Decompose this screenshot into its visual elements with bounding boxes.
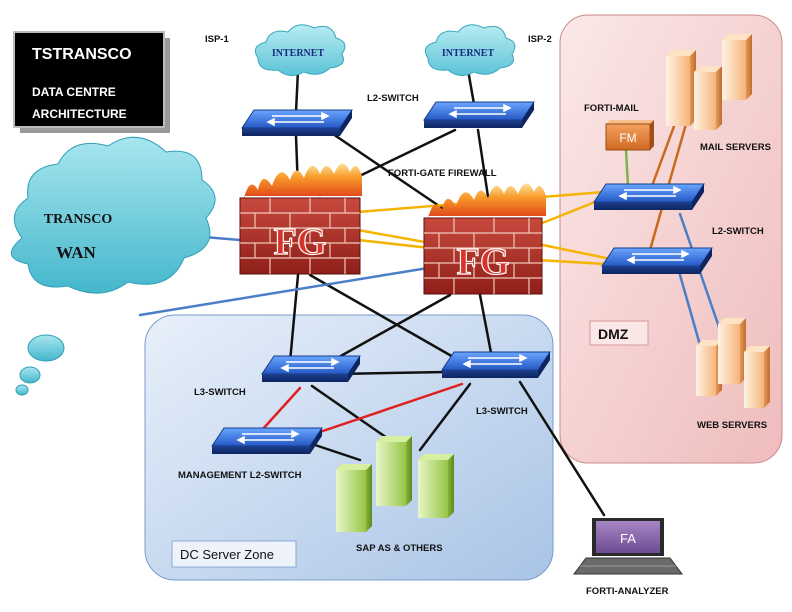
l3-switch-left — [261, 355, 361, 382]
management-switch-label: MANAGEMENT L2-SWITCH — [178, 470, 302, 481]
link-fg1-l3b — [308, 273, 464, 364]
dmz-label-box: DMZ — [589, 320, 649, 346]
forti-mail-label: FORTI-MAIL — [584, 103, 639, 114]
web-server-1 — [696, 340, 722, 396]
link-sw2-fg2 — [476, 128, 492, 212]
sap-server-1 — [336, 464, 372, 532]
firewall-label: FORTI-GATE FIREWALL — [388, 168, 497, 179]
title-line-1: TSTRANSCO — [32, 46, 132, 63]
sap-label: SAP AS & OTHERS — [356, 543, 443, 554]
l3-switch-left-label: L3-SWITCH — [194, 387, 246, 398]
link-l3a-mgmt — [260, 386, 302, 432]
dmz-l2-switch-1 — [593, 183, 705, 210]
fg-label-2: FG — [457, 241, 510, 283]
l2-switch-top-label: L2-SWITCH — [367, 93, 419, 104]
fg-label-1: FG — [274, 221, 327, 263]
link-fm-sw — [624, 148, 630, 188]
dmz-l2-switch-2 — [601, 247, 713, 274]
l3-switch-right-label: L3-SWITCH — [476, 406, 528, 417]
forti-analyzer-label: FORTI-ANALYZER — [586, 586, 669, 597]
web-server-3 — [744, 346, 770, 408]
dc-zone-label-box: DC Server Zone — [171, 540, 297, 568]
link-inet1-sw — [294, 68, 300, 114]
link-l3b-mgmt — [306, 382, 464, 438]
link-l3a-l3b — [334, 370, 448, 376]
internet-label-2: INTERNET — [442, 48, 495, 59]
sap-servers — [336, 436, 454, 532]
l2-switch-top-1 — [241, 109, 353, 136]
fa-label: FA — [620, 531, 636, 546]
wan-label-2: WAN — [56, 243, 96, 262]
title-line-2: DATA CENTRE — [32, 85, 116, 99]
forti-mail-device: FM — [605, 120, 654, 151]
link-l3b-fa — [518, 380, 606, 517]
internet-label-1: INTERNET — [272, 48, 325, 59]
link-sw1-fg2 — [328, 130, 450, 214]
mail-server-1 — [666, 50, 696, 126]
link-wan-fg2 — [138, 266, 430, 317]
sap-server-3 — [418, 454, 454, 518]
link-l3a-sap — [310, 384, 392, 442]
link-l3b-sap — [418, 382, 472, 452]
mail-servers-label: MAIL SERVERS — [700, 142, 771, 153]
link-fg2-dmzsw2b — [536, 258, 608, 266]
forti-gate-firewall-2: FG — [423, 183, 546, 295]
link-sw2-web — [678, 273, 702, 347]
forti-analyzer-laptop: FA — [573, 518, 683, 575]
dmz-l2-switch-label: L2-SWITCH — [712, 226, 764, 237]
management-l2-switch — [211, 427, 323, 454]
mail-server-2 — [694, 66, 722, 130]
mail-servers — [666, 34, 752, 130]
link-mail-sw2 — [648, 108, 692, 252]
link-fg2-dmzsw2 — [536, 242, 608, 260]
l3-switch-right — [441, 351, 551, 378]
mail-server-3 — [722, 34, 752, 100]
l2-switch-top-2 — [423, 101, 535, 128]
wan-label-1: TRANSCO — [44, 212, 113, 227]
link-fg1-dmzsw2 — [356, 238, 432, 250]
forti-gate-firewall-1: FG — [239, 163, 362, 275]
fm-label: FM — [619, 131, 636, 145]
isp2-label: ISP-2 — [528, 34, 552, 45]
link-inet2-sw — [466, 68, 476, 106]
internet-cloud-2: INTERNET — [424, 24, 516, 76]
internet-cloud-1: INTERNET — [254, 24, 346, 76]
web-server-2 — [718, 318, 746, 384]
title-line-3: ARCHITECTURE — [32, 107, 127, 121]
dmz-label: DMZ — [598, 326, 629, 342]
sap-server-2 — [376, 436, 412, 506]
link-fg2-l3a — [328, 293, 452, 364]
isp1-label: ISP-1 — [205, 34, 229, 45]
web-servers — [696, 318, 770, 408]
transco-wan-cloud: TRANSCO WAN — [11, 136, 216, 396]
links — [138, 68, 722, 517]
link-fg1-fg2 — [356, 228, 432, 245]
web-servers-label: WEB SERVERS — [697, 420, 767, 431]
link-fg2-l3b — [478, 293, 494, 360]
title-box: TSTRANSCO DATA CENTRE ARCHITECTURE — [13, 31, 170, 133]
dc-zone-label: DC Server Zone — [180, 547, 274, 562]
